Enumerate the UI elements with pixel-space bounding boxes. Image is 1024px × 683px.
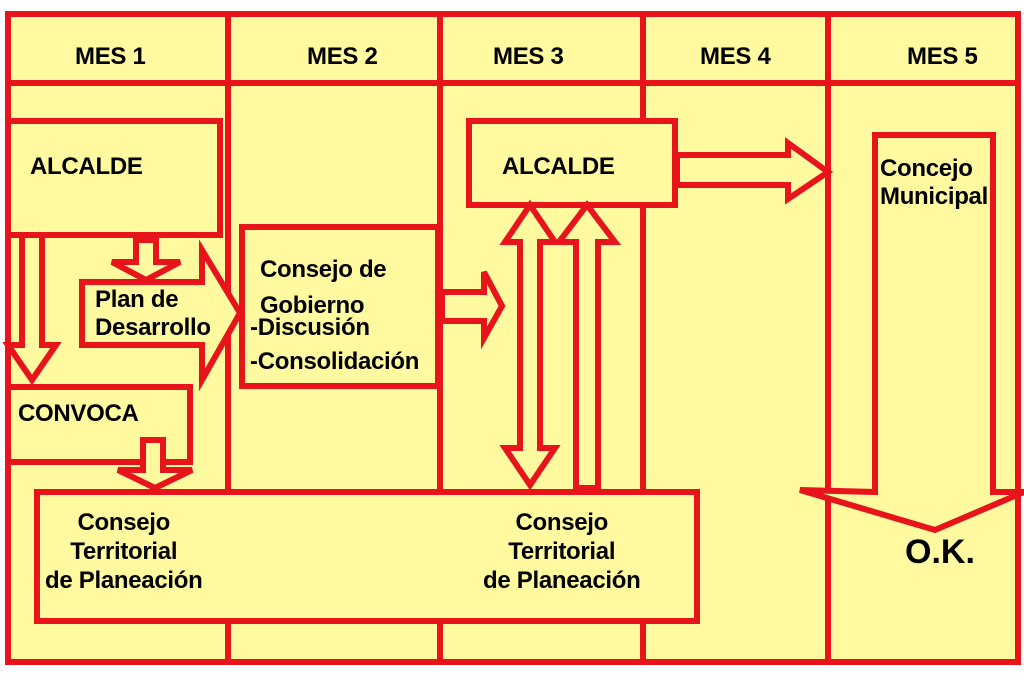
month-label-2: MES 2 <box>307 43 378 70</box>
alcalde-to-convoca-arrow <box>2 232 62 386</box>
gobierno-to-alcalde-arrow <box>439 270 506 350</box>
ctp-up-arrow <box>552 200 622 491</box>
consolidacion-label: -Consolidación <box>250 348 420 375</box>
month-label-3: MES 3 <box>493 43 564 70</box>
ctp-right-label: Consejo Territorial de Planeación <box>483 509 641 594</box>
month-label-4: MES 4 <box>700 43 771 70</box>
alcalde-small-down-arrow <box>110 237 182 284</box>
plan-desarrollo-label: Plan de Desarrollo <box>95 286 211 341</box>
plan-desarrollo-arrow <box>79 239 244 392</box>
consejo-gobierno-box <box>239 224 441 389</box>
month-label-5: MES 5 <box>907 43 978 70</box>
ok-label: O.K. <box>905 533 975 571</box>
month-label-1: MES 1 <box>75 43 146 70</box>
ctp-left-label: Consejo Territorial de Planeación <box>45 509 203 594</box>
alcalde-2-label: ALCALDE <box>502 153 615 180</box>
bidirectional-arrow <box>499 199 561 491</box>
ctp-box <box>34 489 700 624</box>
consejo-gobierno-label: Consejo de Gobierno <box>260 256 387 319</box>
convoca-down-arrow <box>116 437 194 492</box>
convoca-label: CONVOCA <box>18 400 139 427</box>
alcalde-1-box <box>5 118 223 238</box>
concejo-municipal-label: Concejo Municipal <box>880 155 988 210</box>
alcalde-1-label: ALCALDE <box>30 153 143 180</box>
alcalde-2-box <box>466 118 678 208</box>
concejo-down-arrow <box>799 132 1024 534</box>
alcalde-to-concejo-arrow <box>674 137 834 205</box>
discusion-label: -Discusión <box>250 314 370 341</box>
